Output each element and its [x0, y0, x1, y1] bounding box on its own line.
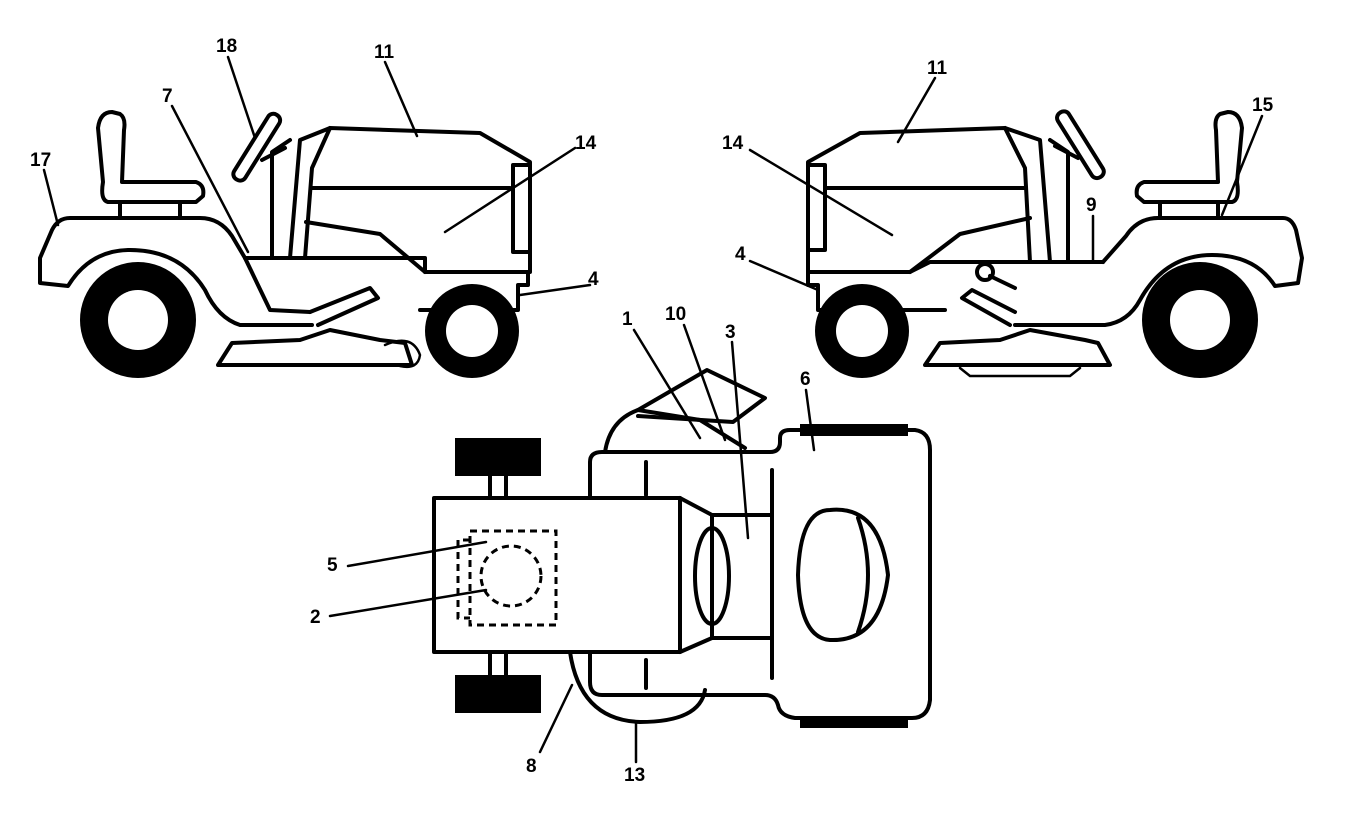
leader-11-left: [383, 60, 419, 138]
left-seat-post: [118, 200, 182, 220]
callout-3: 3: [725, 322, 736, 343]
callout-11-left: 11: [374, 42, 395, 63]
right-dash: [1048, 138, 1070, 264]
callout-11-right: 11: [927, 58, 948, 79]
leader-14-left: [443, 146, 577, 234]
leader-5: [346, 540, 488, 568]
callout-15: 15: [1252, 95, 1274, 116]
top-axle: [488, 474, 508, 677]
decal-area-2: [479, 544, 543, 608]
right-chassis: [806, 260, 1105, 312]
callout-8: 8: [526, 756, 537, 777]
callout-4-right: 4: [735, 244, 746, 265]
left-chassis: [243, 256, 530, 312]
leader-4-right: [748, 259, 820, 292]
top-body: [588, 428, 932, 720]
left-dash: [270, 138, 292, 260]
top-hood-bulge: [796, 507, 890, 643]
right-grille: [806, 163, 827, 252]
top-front-wheel-upper: [800, 424, 908, 436]
left-grille: [511, 163, 532, 254]
leader-1: [632, 328, 702, 440]
leader-4-left: [518, 283, 592, 297]
right-steering-column: [1053, 144, 1080, 160]
callout-5: 5: [327, 555, 338, 576]
right-seat-post: [1158, 200, 1220, 220]
decal-area-5: [468, 529, 558, 627]
right-side-view: 11 15 14 9 4: [722, 58, 1304, 378]
top-chute: [636, 368, 767, 424]
callout-7: 7: [162, 86, 173, 107]
right-lever: [988, 274, 1017, 290]
leader-11-right: [896, 76, 937, 144]
leader-6: [804, 388, 816, 452]
callout-10: 10: [665, 304, 686, 325]
leader-17: [42, 168, 60, 227]
left-footrest: [308, 286, 380, 327]
right-hood-front: [1003, 126, 1032, 264]
right-deck: [923, 328, 1112, 367]
left-side-view: 17 18 7 11 14 4: [30, 36, 599, 378]
top-seat-area: [432, 496, 682, 654]
leader-3: [730, 340, 750, 540]
top-rear-wheel-lower: [455, 675, 541, 713]
right-seat: [1134, 110, 1244, 204]
leader-15: [1220, 114, 1264, 217]
left-frame-bottom: [243, 256, 312, 314]
top-rear-wheel-upper: [455, 438, 541, 476]
callout-13: 13: [624, 765, 645, 786]
top-view: 1 10 3 6 5 2 8 13: [310, 304, 932, 786]
left-seat: [96, 110, 206, 204]
top-hood-bulge-inner: [856, 516, 870, 634]
right-rear-fender: [1013, 216, 1304, 327]
leader-10: [682, 323, 727, 442]
leader-18: [226, 55, 257, 140]
left-hood-front: [303, 126, 332, 260]
callout-14-right: 14: [722, 133, 744, 154]
callout-4-left: 4: [588, 269, 599, 290]
leader-8: [538, 683, 574, 754]
right-hood-side: [908, 216, 1032, 274]
leader-7: [170, 104, 250, 254]
callout-17: 17: [30, 150, 51, 171]
right-steering-wheel: [1055, 109, 1106, 181]
top-steering-wheel: [693, 526, 731, 626]
left-rear-fender: [38, 216, 314, 327]
right-deck-chute: [958, 366, 1082, 378]
callout-14-left: 14: [575, 133, 597, 154]
callout-2: 2: [310, 607, 321, 628]
callout-1: 1: [622, 309, 633, 330]
left-hood-side: [304, 220, 427, 274]
callout-6: 6: [800, 369, 811, 390]
left-deck-chute: [383, 339, 422, 369]
left-steering-wheel: [231, 111, 283, 183]
top-front-wheel-lower: [800, 716, 908, 728]
left-deck: [216, 328, 414, 367]
callout-18: 18: [216, 36, 237, 57]
leader-2: [328, 588, 488, 618]
decal-area-5-edge: [456, 538, 470, 620]
left-steering-column: [260, 146, 287, 162]
callout-9: 9: [1086, 195, 1097, 216]
leader-14-right: [748, 148, 894, 237]
right-footrest: [960, 288, 1017, 327]
top-steering-console: [678, 496, 774, 654]
